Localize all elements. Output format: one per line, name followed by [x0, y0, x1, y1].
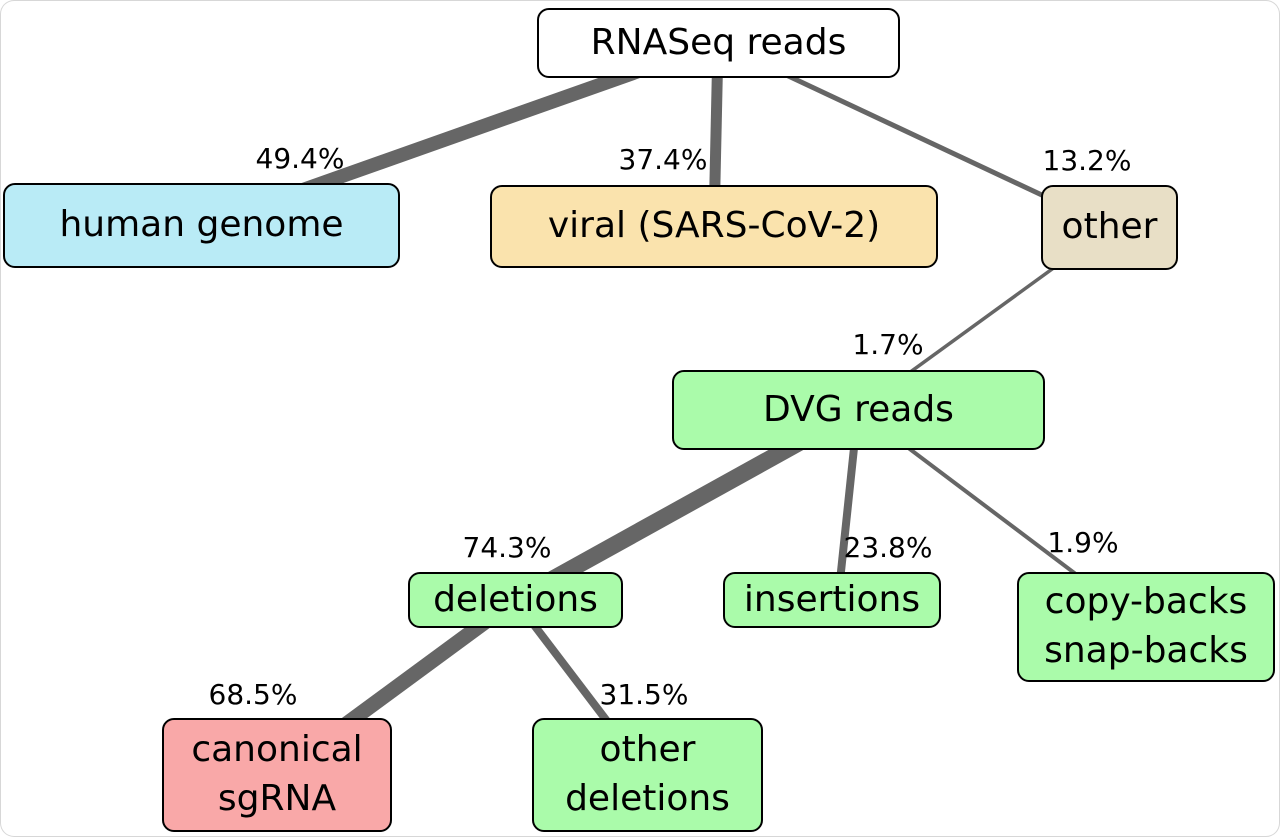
- node-viral-sars-cov-2: viral (SARS-CoV-2): [490, 185, 938, 268]
- node-copy-backs-snap-backs: copy-backs snap-backs: [1017, 572, 1275, 682]
- node-dvg-reads: DVG reads: [672, 370, 1045, 450]
- edge-label-deletions-pct: 74.3%: [462, 531, 552, 564]
- edge-label-other-pct: 13.2%: [1042, 144, 1132, 177]
- node-insertions: insertions: [723, 572, 941, 628]
- edge-label-human-genome-pct: 49.4%: [255, 142, 345, 175]
- edge-label-viral-pct: 37.4%: [618, 143, 708, 176]
- node-human-genome: human genome: [3, 183, 400, 268]
- edge-label-copy-backs-pct: 1.9%: [1047, 526, 1119, 559]
- edge-label-other-deletions-pct: 31.5%: [599, 678, 689, 711]
- node-other-deletions: other deletions: [532, 718, 763, 832]
- node-canonical-sgrna: canonical sgRNA: [162, 718, 392, 832]
- node-rnaseq-reads: RNASeq reads: [537, 8, 900, 78]
- edge-label-dvg-reads-pct: 1.7%: [852, 328, 924, 361]
- node-other: other: [1041, 185, 1178, 270]
- edge-label-insertions-pct: 23.8%: [843, 531, 933, 564]
- edge-label-canonical-sgrna-pct: 68.5%: [208, 678, 298, 711]
- node-deletions: deletions: [408, 572, 623, 628]
